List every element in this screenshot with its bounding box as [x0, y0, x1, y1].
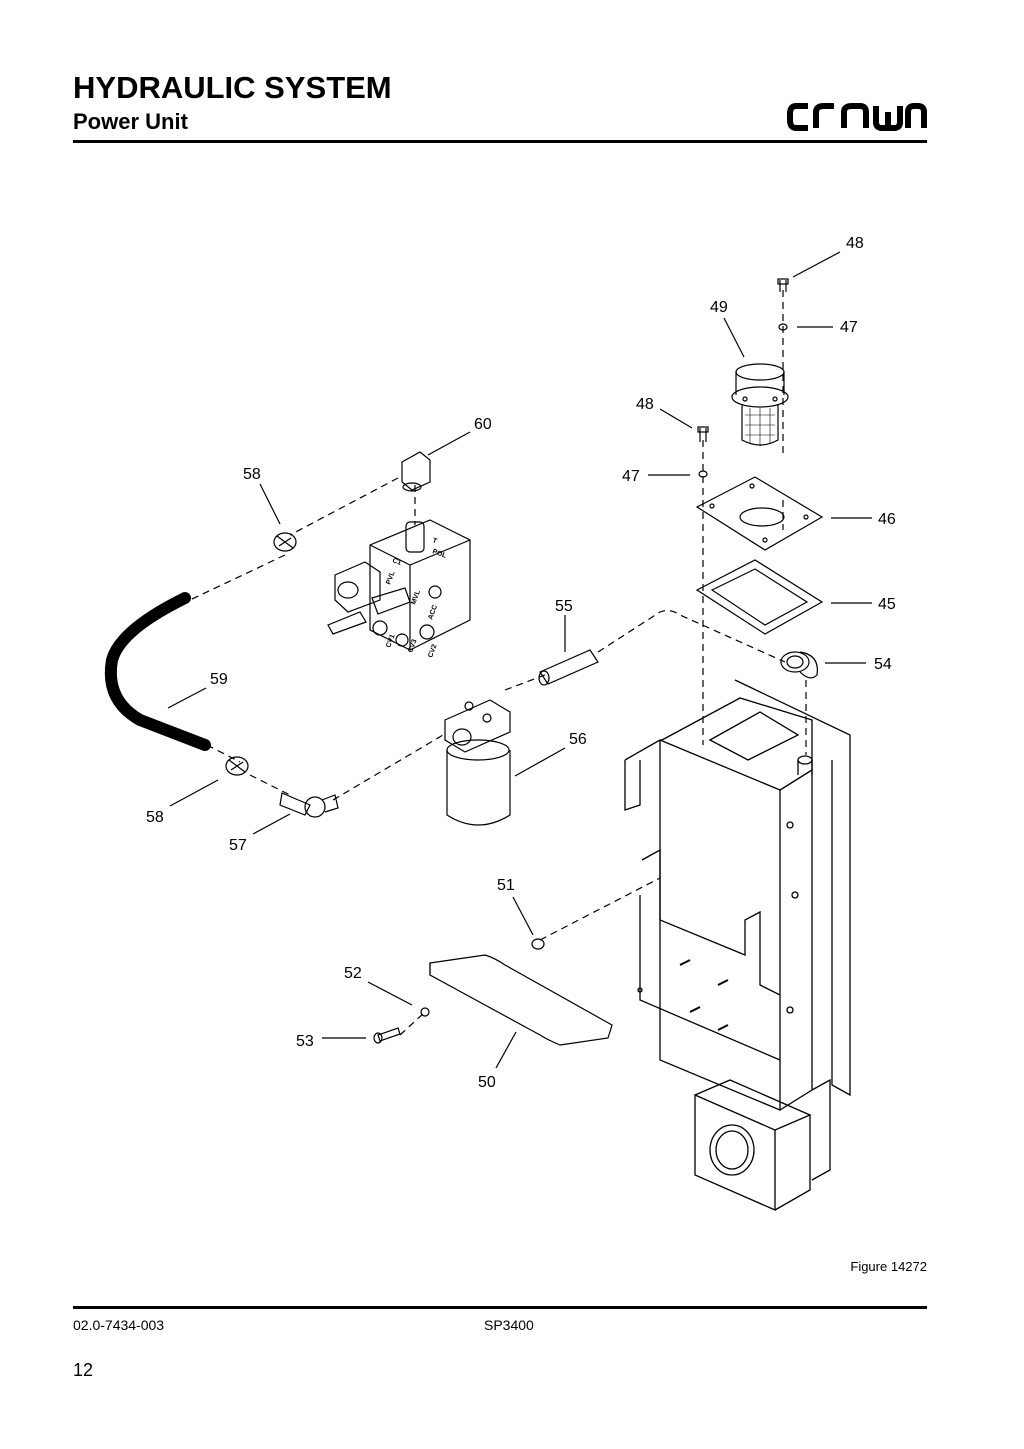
callout-50: 50 — [478, 1074, 496, 1091]
callout-57: 57 — [229, 837, 247, 854]
screw-mid-part — [697, 426, 709, 442]
callout-54: 54 — [874, 656, 892, 673]
crown-logo — [787, 103, 927, 131]
callout-52: 52 — [344, 965, 362, 982]
filter-part — [444, 699, 511, 826]
callout-56: 56 — [569, 731, 587, 748]
callout-51: 51 — [497, 877, 515, 894]
figure-caption: Figure 14272 — [850, 1259, 927, 1274]
port-label-pvl: PVL — [385, 570, 396, 586]
port-label-pol: POL — [431, 548, 448, 560]
washer-top-part — [778, 323, 788, 331]
document-number: 02.0-7434-003 — [73, 1317, 165, 1333]
hose-clamp-upper-part — [273, 532, 297, 552]
screw-top-part — [777, 278, 789, 292]
callout-47-top: 47 — [840, 319, 858, 336]
callout-60: 60 — [474, 416, 492, 433]
hose-part — [104, 592, 211, 751]
callout-53: 53 — [296, 1033, 314, 1050]
washer-mid-part — [698, 470, 708, 478]
callout-47-mid: 47 — [622, 468, 640, 485]
leader-lines — [167, 251, 872, 1069]
callout-58-lower: 58 — [146, 809, 164, 826]
mounting-plate-part — [695, 476, 824, 551]
port-label-cv1: CV1 — [385, 633, 396, 648]
washer-51-part — [531, 938, 545, 950]
tank-body-part — [624, 679, 851, 1211]
hose-clamp-lower-part — [225, 756, 249, 776]
page-subtitle: Power Unit — [73, 109, 188, 134]
washer-52-part — [420, 1007, 430, 1017]
callout-45: 45 — [878, 596, 896, 613]
header-rule — [73, 140, 927, 143]
callout-59: 59 — [210, 671, 228, 688]
port-label-mvl: MVL — [410, 589, 422, 606]
callout-58-upper: 58 — [243, 466, 261, 483]
port-label-cv3: CV3 — [407, 638, 418, 653]
callout-55: 55 — [555, 598, 573, 615]
gasket-part — [695, 559, 824, 635]
bolt-part — [373, 1027, 401, 1044]
model-number: SP3400 — [484, 1317, 534, 1333]
assembly-lines — [189, 290, 807, 1036]
pipe-nipple-part — [538, 649, 599, 686]
callout-48-mid: 48 — [636, 396, 654, 413]
elbow-fitting-part — [780, 651, 818, 679]
footer-rule — [73, 1306, 927, 1309]
breather-cap-part — [731, 363, 789, 446]
cover-plate-part — [429, 954, 613, 1046]
callout-48-top: 48 — [846, 235, 864, 252]
valve-manifold-part — [327, 519, 471, 651]
callout-49: 49 — [710, 299, 728, 316]
port-label-t: T — [431, 537, 438, 545]
port-label-c1: C1 — [391, 557, 402, 567]
straight-fitting-part — [401, 451, 431, 492]
port-label-cv2: CV2 — [427, 643, 438, 658]
page-title: HYDRAULIC SYSTEM — [73, 70, 392, 105]
page-number: 12 — [73, 1360, 94, 1380]
hose-elbow-part — [279, 792, 339, 818]
port-label-acc: ACC — [427, 604, 439, 621]
callout-46: 46 — [878, 511, 896, 528]
